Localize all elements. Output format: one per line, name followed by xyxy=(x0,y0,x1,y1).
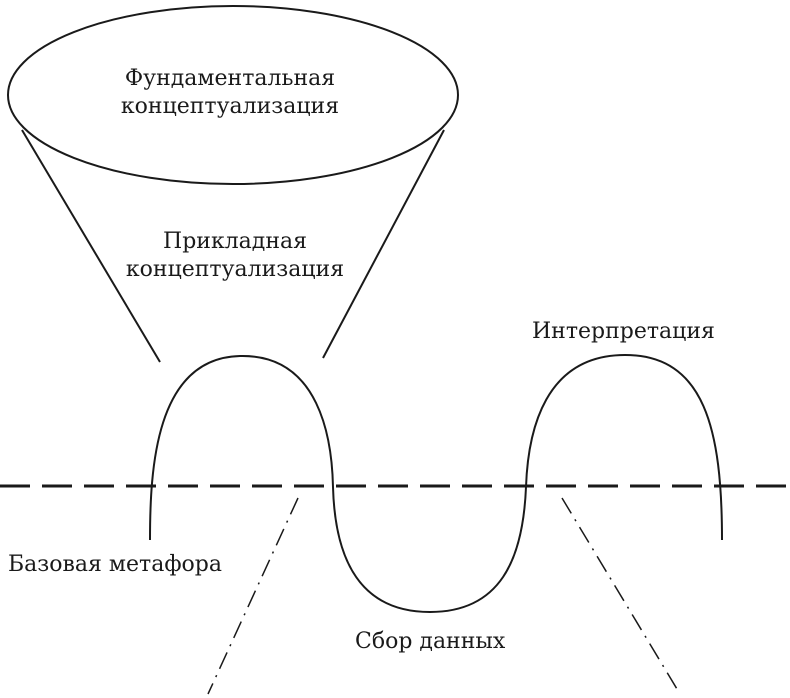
fundamental-conceptualization-label: Фундаментальная концептуализация xyxy=(121,65,339,121)
funnel-right-line xyxy=(322,129,445,359)
fundamental-ellipse xyxy=(7,5,459,185)
funnel-left-line xyxy=(21,129,161,363)
data-collection-label: Сбор данных xyxy=(355,629,506,654)
applied-label-line-2: концептуализация xyxy=(125,257,345,282)
applied-conceptualization-label: Прикладная концептуализация xyxy=(126,228,344,284)
fundamental-label-line-1: Фундаментальная xyxy=(124,66,336,91)
fundamental-label-line-2: концептуализация xyxy=(120,94,340,119)
dashdot-right-line xyxy=(561,497,681,695)
interpretation-label: Интерпретация xyxy=(532,319,715,344)
wave-curve xyxy=(149,353,723,614)
applied-label-line-1: Прикладная xyxy=(163,229,307,254)
dashdot-left-line xyxy=(207,497,299,695)
base-metaphor-label: Базовая метафора xyxy=(8,552,222,577)
